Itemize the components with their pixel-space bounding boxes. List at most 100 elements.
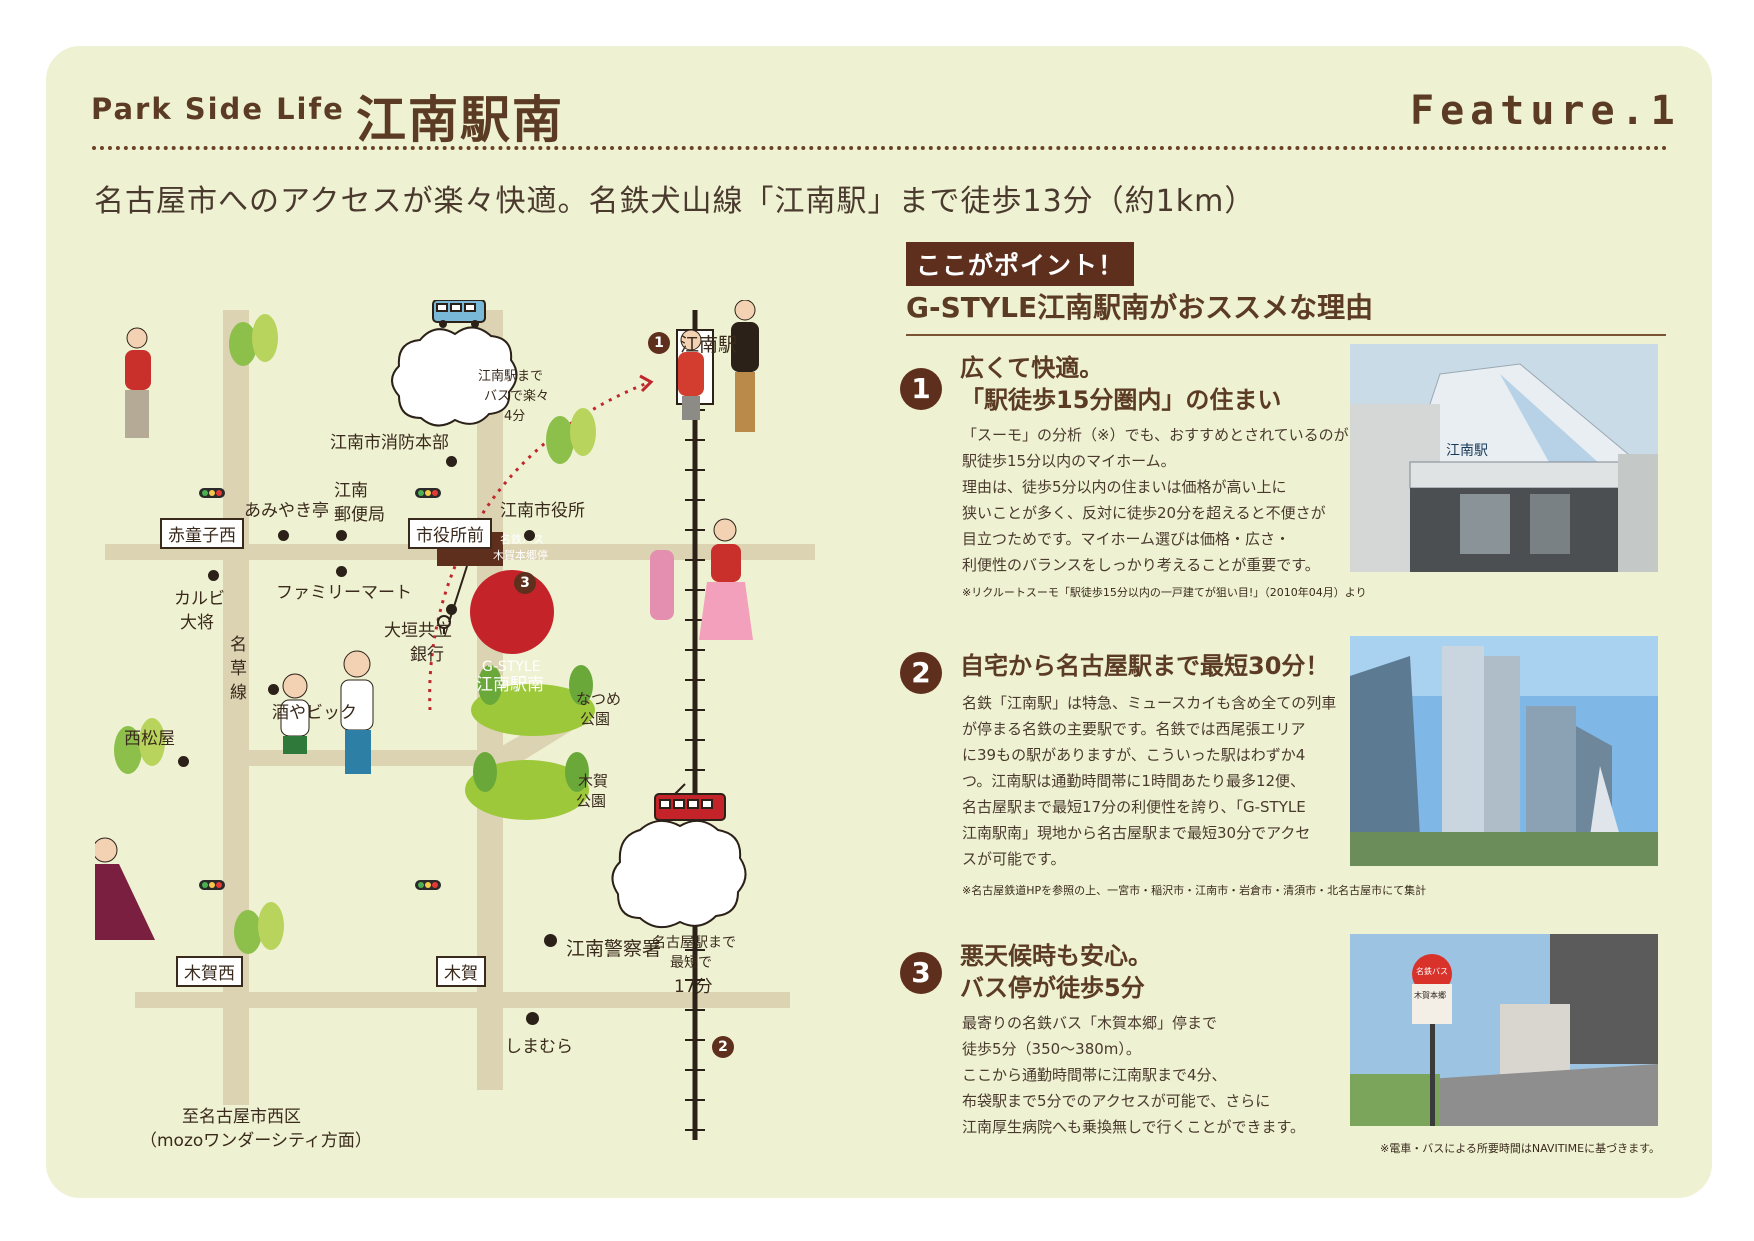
train-bubble-line3: 17分 xyxy=(674,977,713,997)
walking-route xyxy=(428,380,651,711)
label-sakeya: 酒やビック xyxy=(272,703,357,723)
point-1-title-line2: 「駅徒歩15分圏内」の住まい xyxy=(960,386,1282,414)
point-1-body-line: 利便性のバランスをしっかり考えることが重要です。 xyxy=(962,556,1320,574)
train-bubble-line2: 最短で xyxy=(670,955,712,971)
bus-stop-photo-sign1: 名鉄バス xyxy=(1416,967,1448,976)
g-style-line2: 江南駅南 xyxy=(476,675,544,695)
station-label: 江南駅 xyxy=(680,333,737,357)
sign-kiganishi: 木賀西 xyxy=(176,956,243,987)
point-2-number: 2 xyxy=(900,652,942,694)
label-post2: 郵便局 xyxy=(334,505,385,525)
header-title: 江南駅南 xyxy=(356,91,564,149)
g-style-circle xyxy=(470,570,554,654)
label-meiso2: 草 xyxy=(230,659,247,679)
sign-kiga: 木賀 xyxy=(436,956,486,987)
label-meiso3: 線 xyxy=(230,683,247,703)
point-1-body-line: 狭いことが多く、反対に徒歩20分を超えると不便さが xyxy=(962,504,1326,522)
point-2-body-line: が停まる名鉄の主要駅です。名鉄では西尾張エリア xyxy=(962,720,1306,738)
point-1-body: 「スーモ」の分析（※）でも、おすすめとされているのが 駅徒歩15分以内のマイホー… xyxy=(962,422,1349,578)
label-fire: 江南市消防本部 xyxy=(330,433,449,453)
bus-stop-photo: 名鉄バス 木賀本郷 xyxy=(1350,934,1658,1126)
point-3-body-line: 徒歩5分（350〜380m）。 xyxy=(962,1040,1141,1058)
area-map xyxy=(95,300,815,1140)
sign-akadoji: 赤童子西 xyxy=(160,518,244,549)
poi-dot xyxy=(208,570,219,581)
point-3-body-line: 江南厚生病院へも乗換無しで行くことができます。 xyxy=(962,1118,1306,1136)
bus-stop-line1: 名鉄バス xyxy=(500,533,544,546)
poi-dot xyxy=(446,604,457,615)
poi-dot xyxy=(526,1012,539,1025)
label-cityhall: 江南市役所 xyxy=(500,501,585,521)
point-3-body-line: 最寄りの名鉄バス「木賀本郷」停まで xyxy=(962,1014,1218,1032)
road-h-bottom xyxy=(135,992,790,1008)
label-nishimatsuya: 西松屋 xyxy=(124,729,175,749)
point-3-number: 3 xyxy=(900,952,942,994)
poi-dot xyxy=(178,756,189,767)
point-1-body-line: 「スーモ」の分析（※）でも、おすすめとされているのが xyxy=(962,426,1349,444)
bus-stop-photo-sign2: 木賀本郷 xyxy=(1414,991,1446,1000)
lead-text: 名古屋市へのアクセスが楽々快適。名鉄犬山線「江南駅」まで徒歩13分（約1km） xyxy=(94,184,1256,219)
park-natsume-line2: 公園 xyxy=(580,710,611,728)
label-dest1: 至名古屋市西区 xyxy=(182,1107,301,1127)
label-shimamura: しまむら xyxy=(505,1037,573,1057)
point-2-title-line1: 自宅から名古屋駅まで最短30分！ xyxy=(960,652,1330,680)
label-bank1: 大垣共立 xyxy=(384,621,452,641)
bus-bubble-line2: バスで楽々 xyxy=(484,389,550,404)
point-2-body-line: スが可能です。 xyxy=(962,850,1066,868)
park-natsume xyxy=(471,684,595,736)
poi-dot xyxy=(524,530,535,541)
station-photo: 江南駅 xyxy=(1350,344,1658,572)
park-natsume-line1: なつめ xyxy=(576,690,622,708)
point-3-title-line1: 悪天候時も安心。 xyxy=(960,942,1152,970)
point-1-note: ※リクルートスーモ「駅徒歩15分以内の一戸建てが狙い目!」（2010年04月）よ… xyxy=(962,586,1367,599)
point-2-body: 名鉄「江南駅」は特急、ミュースカイも含め全ての列車 が停まる名鉄の主要駅です。名… xyxy=(962,690,1337,872)
park-kiga-line1: 木賀 xyxy=(578,772,609,790)
point-3-body: 最寄りの名鉄バス「木賀本郷」停まで 徒歩5分（350〜380m）。 ここから通勤… xyxy=(962,1010,1330,1140)
map-marker-3: 3 xyxy=(514,572,536,594)
nagoya-photo xyxy=(1350,636,1658,866)
route-arrow-icon xyxy=(639,374,654,393)
header-subtitle: Park Side Life xyxy=(91,92,345,126)
poi-dot xyxy=(268,684,279,695)
point-1-body-line: 理由は、徒歩5分以内の住まいは価格が高い上に xyxy=(962,478,1287,496)
bus-bubble xyxy=(391,326,518,427)
label-bank2: 銀行 xyxy=(410,645,444,665)
point-2-body-line: 名鉄「江南駅」は特急、ミュースカイも含め全ての列車 xyxy=(962,694,1337,712)
label-meiso1: 名 xyxy=(230,635,247,655)
point-1-body-line: 駅徒歩15分以内のマイホーム。 xyxy=(962,452,1176,470)
tree-icons xyxy=(114,314,596,954)
label-family: ファミリーマート xyxy=(276,583,412,603)
park-kiga-line2: 公園 xyxy=(576,792,607,810)
point-tag: ここがポイント！ xyxy=(906,242,1135,286)
map-marker-2: 2 xyxy=(712,1036,734,1058)
header-divider xyxy=(92,146,1668,150)
point-1-number: 1 xyxy=(900,368,942,410)
footnote: ※電車・バスによる所要時間はNAVITIMEに基づきます。 xyxy=(1380,1142,1661,1155)
map-marker-1: 1 xyxy=(648,332,670,354)
point-2-body-line: 名古屋駅まで最短17分の利便性を誇り、「G-STYLE xyxy=(962,798,1306,816)
poi-dot xyxy=(278,530,289,541)
railway xyxy=(685,310,705,1140)
bus-bubble-line1: 江南駅まで xyxy=(478,369,544,384)
train-icon xyxy=(654,783,726,821)
point-3-body-line: 布袋駅まで5分でのアクセスが可能で、さらに xyxy=(962,1092,1271,1110)
point-3-title-line2: バス停が徒歩5分 xyxy=(960,974,1145,1002)
sign-shiyakusho-mae: 市役所前 xyxy=(408,518,492,549)
point-2-note: ※名古屋鉄道HPを参照の上、一宮市・稲沢市・江南市・岩倉市・清須市・北名古屋市に… xyxy=(962,884,1427,897)
point-2-body-line: 江南駅南」現地から名古屋駅まで最短30分でアクセ xyxy=(962,824,1311,842)
station-photo-sign: 江南駅 xyxy=(1446,443,1488,459)
train-bubble-line1: 名古屋駅まで xyxy=(652,935,736,951)
reason-title: G-STYLE江南駅南がおススメな理由 xyxy=(906,286,1666,336)
bus-bubble-line3: 4分 xyxy=(504,409,526,424)
point-3-body-line: ここから通勤時間帯に江南駅まで4分、 xyxy=(962,1066,1227,1084)
point-2-body-line: つ。江南駅は通勤時間帯に1時間あたり最多12便、 xyxy=(962,772,1306,790)
label-post1: 江南 xyxy=(334,481,368,501)
traffic-light-icons xyxy=(199,488,441,890)
person-illustrations xyxy=(95,300,759,940)
label-dest2: （mozoワンダーシティ方面） xyxy=(140,1131,372,1151)
poi-dot xyxy=(544,934,557,947)
poi-dot xyxy=(336,530,347,541)
label-karubi1: カルビ xyxy=(174,589,225,609)
train-bubble xyxy=(611,819,747,929)
point-1-body-line: 目立つためです。マイホーム選びは価格・広さ・ xyxy=(962,530,1291,548)
